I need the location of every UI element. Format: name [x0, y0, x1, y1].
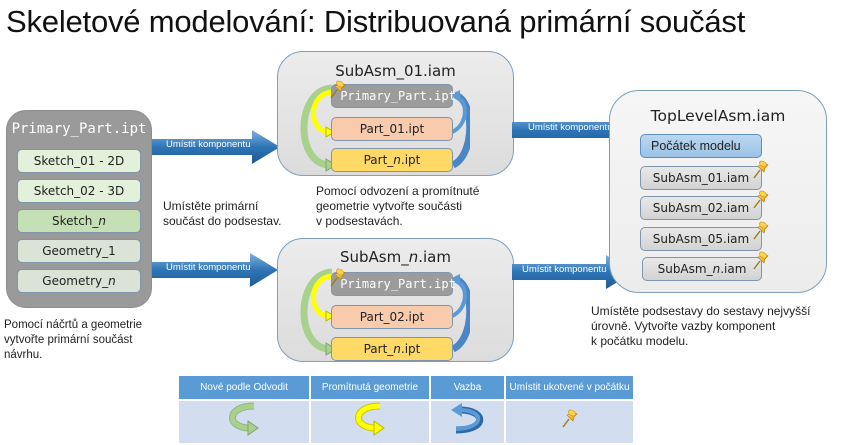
caption-line: součást do podsestav. — [163, 214, 282, 228]
top-subasm-05[interactable]: SubAsm_05.iam — [640, 227, 762, 251]
subasm-n-primary-part[interactable]: Primary_Part.ipt — [331, 272, 456, 296]
caption-line: Pomocí náčrtů a geometrie — [4, 319, 143, 331]
caption-line: v podsestavách. — [316, 214, 403, 228]
top-subasm-n-italic: n — [712, 262, 721, 276]
subasm-01-primary-part[interactable]: Primary_Part.ipt — [331, 84, 456, 108]
legend-cell-grounded — [505, 399, 633, 443]
part-n-prefix: Part_ — [363, 153, 394, 167]
part-02-label: Part_02.ipt — [359, 310, 425, 324]
top-subasm-02[interactable]: SubAsm_02.iam — [640, 196, 762, 220]
caption-line: geometrie vytvořte součásti — [316, 199, 463, 213]
primary-part-caption: Pomocí náčrtů a geometrie vytvořte primá… — [4, 318, 142, 363]
part-n-italic: n — [393, 153, 401, 167]
top-subasm-05-label: SubAsm_05.iam — [652, 232, 750, 246]
arrow-label: Umístit komponentu — [522, 264, 607, 275]
primary-part-title: Primary_Part.ipt — [11, 121, 147, 137]
top-subasm-n-suffix: .iam — [720, 262, 747, 276]
caption-line: Pomocí odvození a promítnuté — [316, 184, 480, 198]
model-origin-item[interactable]: Počátek modelu — [640, 134, 762, 158]
pushpin-icon — [561, 409, 579, 429]
geometry-n-label: Geometry_ — [42, 274, 109, 288]
blue-constraint-arrow-icon — [450, 403, 483, 434]
primary-part-panel: Primary_Part.ipt Sketch_01 - 2D Sketch_0… — [6, 110, 152, 308]
top-level-caption: Umístěte podsestavy do sestavy nejvyšší … — [591, 304, 810, 349]
subasm-n-title-prefix: SubAsm_ — [339, 248, 409, 266]
geometry-1-label: Geometry_1 — [42, 244, 116, 258]
pushpin-icon — [329, 268, 347, 288]
mid-caption: Umístěte primární součást do podsestav. — [163, 199, 282, 229]
pushpin-icon — [329, 80, 347, 100]
part-n-suffix: .ipt — [400, 153, 421, 167]
place-component-arrow-2: Umístit komponentu — [152, 253, 278, 287]
yellow-projected-arrow-icon — [311, 89, 333, 135]
subasm-n-title-suffix: .iam — [418, 248, 451, 266]
legend-cell-constraint — [430, 399, 506, 443]
place-component-arrow-4: Umístit komponentu — [512, 255, 634, 289]
sketch-n-item[interactable]: Sketch_n — [17, 209, 141, 233]
subasm-n-part-02[interactable]: Part_02.ipt — [331, 305, 453, 329]
subasm-caption: Pomocí odvození a promítnuté geometrie v… — [316, 184, 479, 229]
geometry-n-item[interactable]: Geometry_n — [17, 269, 141, 293]
sketch-02-item[interactable]: Sketch_02 - 3D — [17, 179, 141, 203]
subasm-n-primary-label: Primary_Part.ipt — [340, 277, 456, 291]
top-subasm-01[interactable]: SubAsm_01.iam — [640, 166, 762, 190]
pushpin-icon — [752, 251, 770, 271]
geometry-n-italic: n — [108, 274, 116, 288]
subasm-n-relation-arrows — [300, 268, 470, 356]
top-subasm-02-label: SubAsm_02.iam — [652, 201, 750, 215]
green-derive-arrow-icon — [300, 84, 333, 169]
pushpin-icon — [752, 160, 770, 180]
pushpin-icon — [752, 190, 770, 210]
subasm-n-title-italic: n — [408, 248, 419, 266]
part-n-italic: n — [393, 342, 401, 356]
sketch-01-item[interactable]: Sketch_01 - 2D — [17, 149, 141, 173]
top-level-title: TopLevelAsm.iam — [650, 107, 786, 125]
part-01-label: Part_01.ipt — [359, 122, 425, 136]
subasm-01-title: SubAsm_01.iam — [335, 62, 456, 80]
pushpin-icon — [752, 221, 770, 241]
caption-line: úrovně. Vytvořte vazby komponent — [591, 319, 776, 333]
subasm-01-part-n[interactable]: Part_n.ipt — [331, 148, 453, 172]
sketch-n-italic: n — [98, 214, 107, 228]
top-subasm-n-prefix: SubAsm_ — [657, 262, 713, 276]
legend-header-projected: Promítnutá geometrie — [310, 376, 431, 401]
legend-cell-projected — [310, 399, 431, 443]
part-n-prefix: Part_ — [363, 342, 394, 356]
geometry-1-item[interactable]: Geometry_1 — [17, 239, 141, 263]
place-component-arrow-1: Umístit komponentu — [152, 130, 280, 164]
subasm-01-part-01[interactable]: Part_01.ipt — [331, 117, 453, 141]
caption-line: vytvořte primární součást — [4, 334, 133, 346]
legend-header-derive: Nové podle Odvodit — [179, 376, 311, 401]
legend-header-constraint: Vazba — [430, 376, 506, 401]
subasm-01-relation-arrows — [300, 84, 470, 172]
top-subasm-n[interactable]: SubAsm_n.iam — [642, 257, 762, 281]
sketch-02-label: Sketch_02 - 3D — [33, 184, 125, 198]
caption-line: návrhu. — [4, 349, 43, 361]
model-origin-label: Počátek modelu — [651, 139, 741, 153]
yellow-projected-arrow-icon — [355, 402, 385, 437]
subasm-n-title: SubAsm_n.iam — [278, 248, 513, 266]
place-component-arrow-3: Umístit komponentu — [512, 113, 638, 147]
arrow-label: Umístit komponentu — [528, 122, 613, 133]
legend-header-grounded: Umístit ukotvené v počátku — [505, 376, 633, 401]
sketch-n-label: Sketch_ — [51, 214, 99, 228]
legend-cell-derive — [179, 399, 311, 443]
legend-table: Nové podle Odvodit Promítnutá geometrie … — [179, 376, 633, 443]
sketch-01-label: Sketch_01 - 2D — [33, 154, 125, 168]
caption-line: k počátku modelu. — [591, 334, 689, 348]
page-title: Skeletové modelování: Distribuovaná prim… — [6, 4, 746, 39]
subasm-01-primary-label: Primary_Part.ipt — [340, 89, 456, 103]
subasm-n-part-n[interactable]: Part_n.ipt — [331, 337, 453, 361]
caption-line: Umístěte podsestavy do sestavy nejvyšší — [591, 304, 811, 318]
top-level-panel: TopLevelAsm.iam — [609, 90, 827, 293]
arrow-label: Umístit komponentu — [166, 262, 251, 273]
caption-line: Umístěte primární — [163, 199, 259, 213]
arrow-label: Umístit komponentu — [166, 139, 251, 150]
part-n-suffix: .ipt — [400, 342, 421, 356]
green-derive-arrow-icon — [229, 402, 259, 437]
top-subasm-01-label: SubAsm_01.iam — [652, 171, 750, 185]
